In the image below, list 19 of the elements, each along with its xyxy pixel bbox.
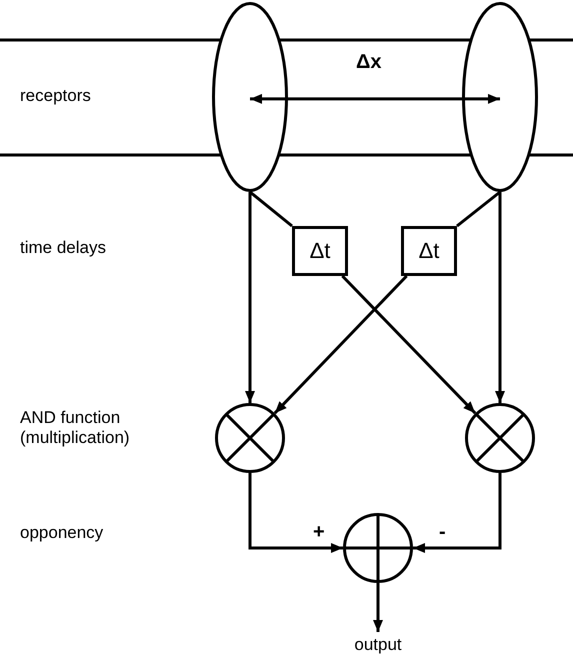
multiplier-symbol	[215, 403, 285, 473]
connector-arrow	[495, 192, 505, 403]
delay-box: Δt	[401, 226, 457, 276]
connector-arrow	[413, 473, 502, 553]
row-label: AND function (multiplication)	[20, 408, 131, 449]
connector-arrow	[274, 274, 408, 414]
delay-box: Δt	[292, 226, 348, 276]
connector-arrow	[248, 473, 343, 553]
row-label: opponency	[20, 523, 104, 544]
row-label: receptors	[20, 86, 91, 106]
summation-symbol	[343, 513, 413, 583]
receptor-ellipse	[212, 2, 288, 192]
connector-arrow	[245, 192, 255, 403]
row-label: time delays	[20, 238, 106, 258]
receptor-ellipse	[462, 2, 538, 192]
multiplier-symbol	[465, 403, 535, 473]
connector-arrow	[373, 583, 383, 632]
connector-arrow	[341, 274, 476, 414]
connector-arrow	[250, 94, 500, 104]
